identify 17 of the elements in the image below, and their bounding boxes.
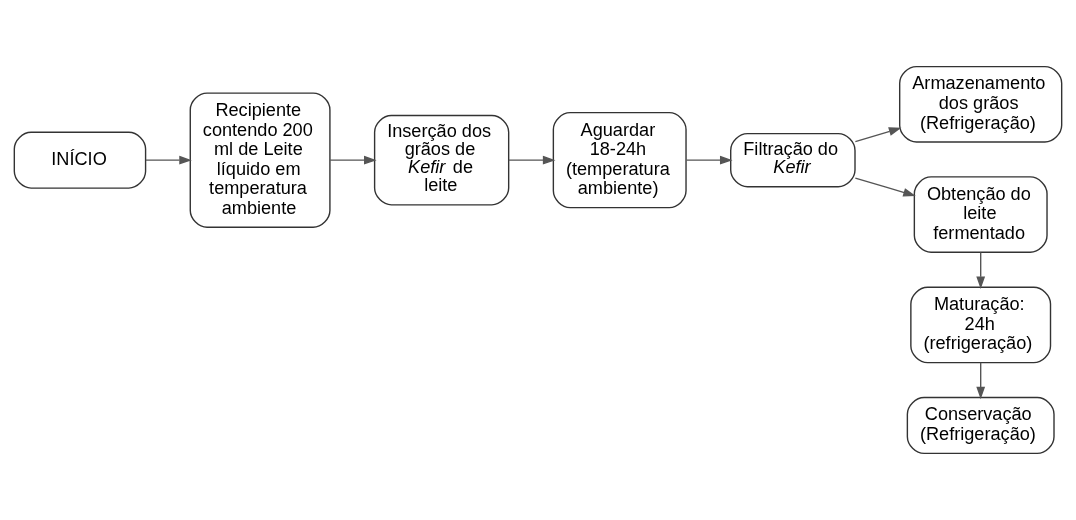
arrow bbox=[854, 177, 916, 197]
arrow bbox=[976, 362, 986, 400]
node-box: Armazenamento dos grãos (Refrigeração) bbox=[899, 65, 1063, 143]
node-box: INÍCIO bbox=[13, 131, 147, 189]
node-box: Inserção dos grãos de Kefir de leite bbox=[373, 114, 510, 206]
node-box: Conservação (Refrigeração) bbox=[906, 396, 1055, 455]
arrow bbox=[976, 251, 986, 290]
node-box: Maturação: 24h (refrigeração) bbox=[910, 286, 1052, 364]
arrow bbox=[685, 155, 733, 165]
node-box: Obtenção do leite fermentado bbox=[913, 176, 1048, 253]
node-box: Recipiente contendo 200 ml de Leite líquido em temperatura ambiente bbox=[189, 92, 331, 228]
node-box: Filtração do Kefir bbox=[730, 132, 856, 188]
arrow bbox=[145, 155, 192, 165]
arrow bbox=[854, 127, 902, 143]
arrow bbox=[329, 155, 377, 165]
arrow bbox=[508, 155, 556, 165]
node-box: Aguardar 18-24h (temperatura ambiente) bbox=[552, 111, 687, 209]
